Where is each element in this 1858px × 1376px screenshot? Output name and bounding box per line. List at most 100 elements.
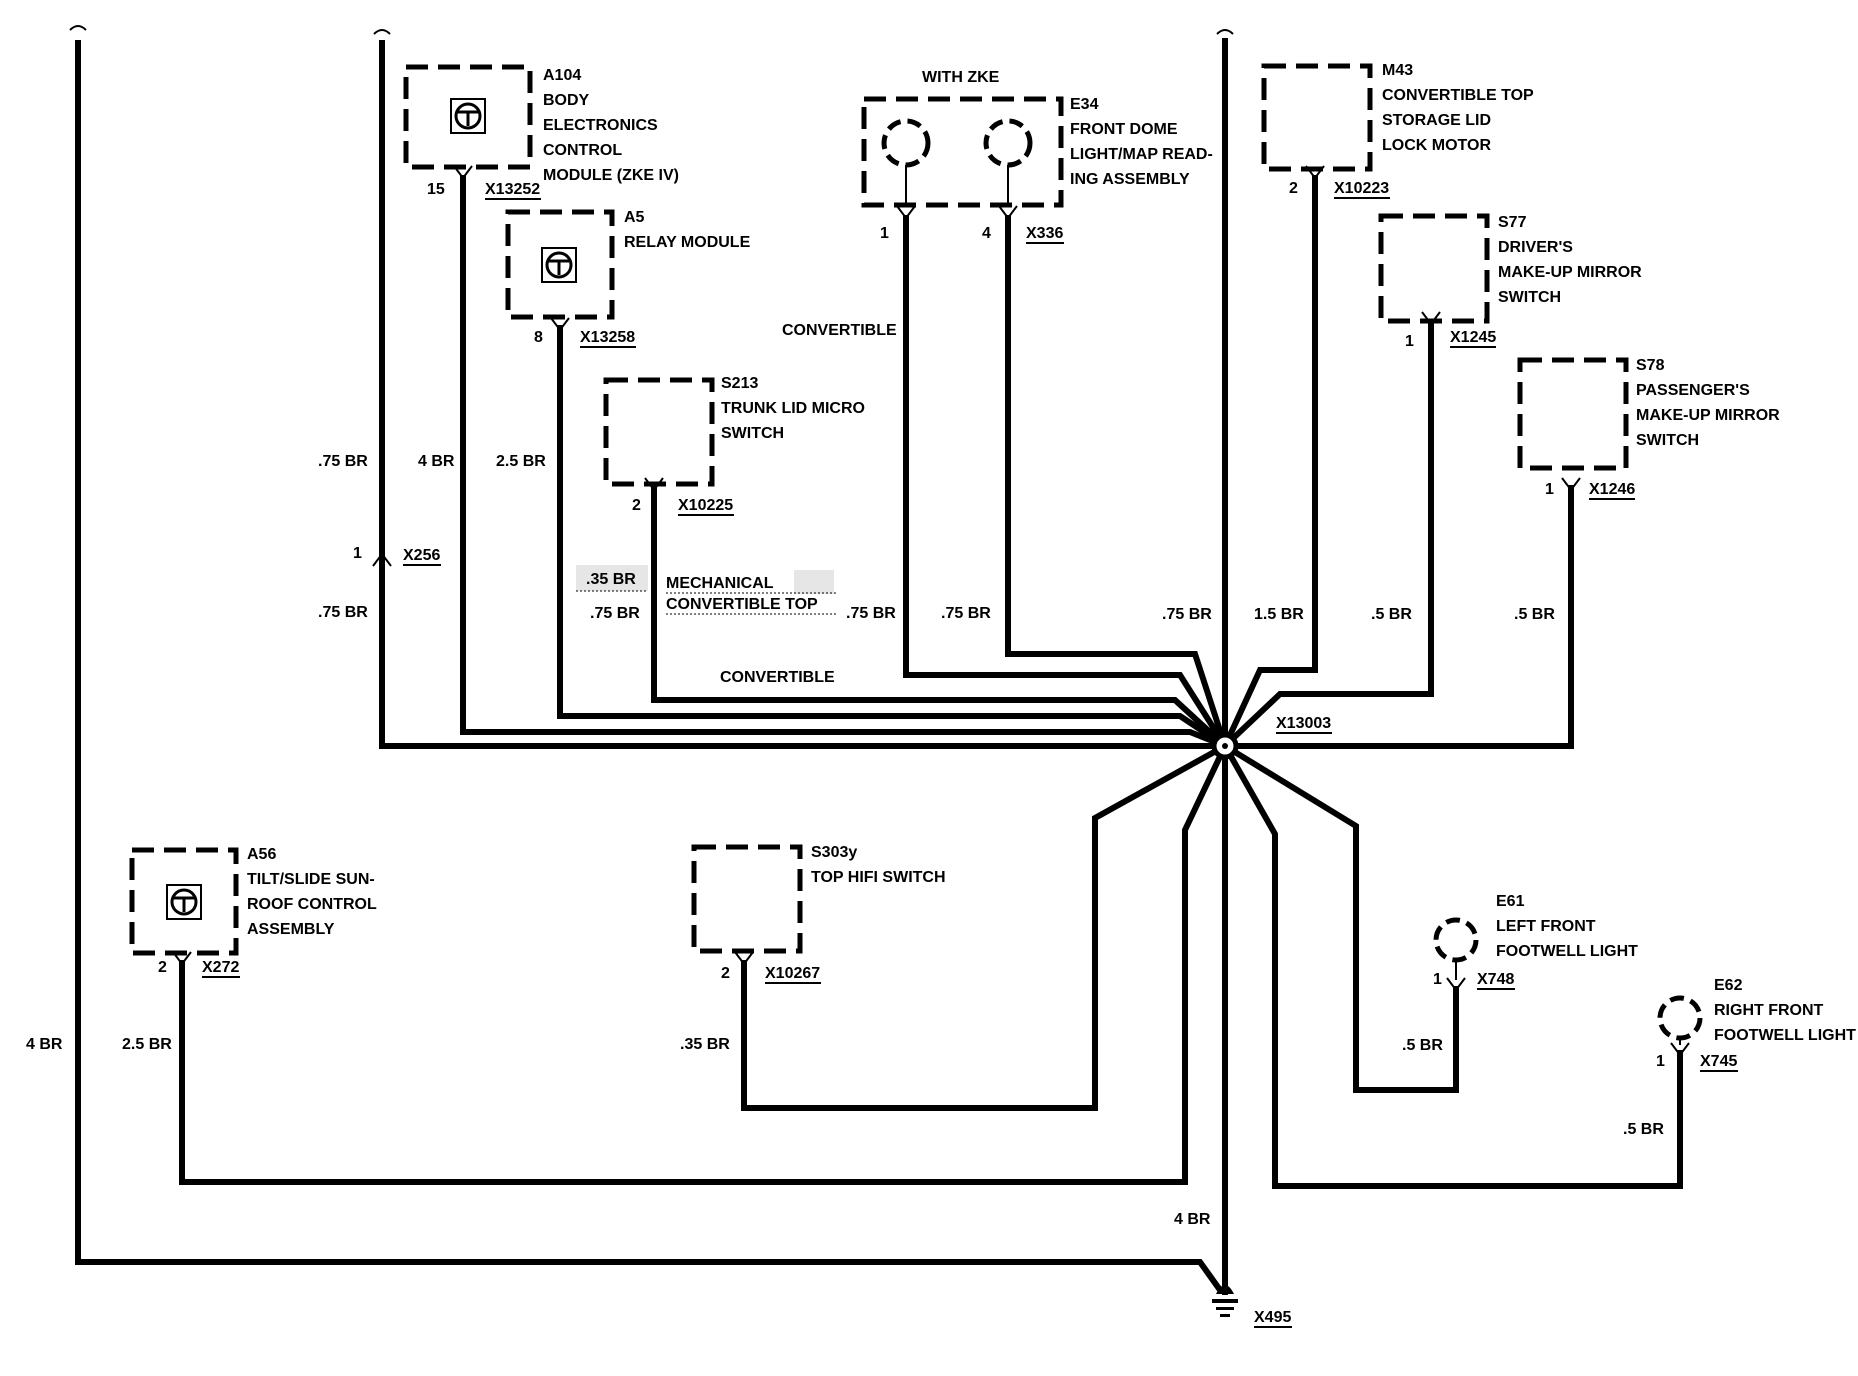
mechanical-label: CONVERTIBLE TOP — [666, 596, 818, 613]
pin-number: 1 — [880, 225, 889, 242]
a56-id: A56 — [247, 846, 276, 863]
s303y-id: S303y — [811, 844, 857, 861]
connector-x13252: X13252 — [485, 181, 540, 198]
e34-lamp-2 — [983, 118, 1033, 168]
wire-label: 4 BR — [1174, 1211, 1211, 1228]
e34-id: E34 — [1070, 96, 1099, 113]
e34-box — [861, 96, 1064, 208]
connector-x13252-mark — [453, 165, 473, 180]
pin-number: 8 — [534, 329, 543, 346]
a104-line: ELECTRONICS — [543, 117, 658, 134]
module-icon — [541, 247, 577, 283]
junction-dot — [1222, 743, 1228, 749]
wires — [69, 25, 1683, 1317]
s213-line: TRUNK LID MICRO — [721, 400, 865, 417]
connector-x13258: X13258 — [580, 329, 635, 346]
wire-label: .75 BR — [318, 604, 368, 621]
connector-x1246-mark — [1561, 477, 1581, 492]
a104-id: A104 — [543, 67, 581, 84]
s77-line: DRIVER'S — [1498, 239, 1573, 256]
wire-label: .5 BR — [1402, 1037, 1443, 1054]
wire-break-mark — [1216, 29, 1234, 35]
wire-label: 4 BR — [418, 453, 455, 470]
wire-label: .5 BR — [1623, 1121, 1664, 1138]
e34-lamp-1 — [881, 118, 931, 168]
m43-line: LOCK MOTOR — [1382, 137, 1491, 154]
s303y-box — [691, 844, 803, 954]
wire-label: .75 BR — [318, 453, 368, 470]
wire-a56 — [179, 744, 1228, 1185]
highlight-35br — [576, 565, 648, 591]
convertible-label: CONVERTIBLE — [782, 322, 897, 339]
e34-line: LIGHT/MAP READ- — [1070, 146, 1213, 163]
connector-x336-1-mark — [896, 205, 916, 220]
s78-line: MAKE-UP MIRROR — [1636, 407, 1780, 424]
wire-s77 — [1222, 320, 1434, 749]
connector-x13003: X13003 — [1276, 715, 1331, 732]
a5-box — [505, 209, 615, 320]
highlight-box — [794, 570, 834, 594]
connector-x10225: X10225 — [678, 497, 733, 514]
wire-left-4br — [75, 40, 1223, 1292]
connector-x1245: X1245 — [1450, 329, 1496, 346]
pin-number: 1 — [1545, 481, 1554, 498]
m43-box — [1261, 63, 1373, 172]
convertible-label: CONVERTIBLE — [720, 669, 835, 686]
s213-id: S213 — [721, 375, 758, 392]
a104-line: MODULE (ZKE IV) — [543, 167, 679, 184]
wire-s78 — [1225, 485, 1574, 749]
s213-box — [603, 377, 715, 487]
a56-line: ASSEMBLY — [247, 921, 335, 938]
connector-labels: 15 X13252 8 X13258 2 X10225 1 4 X336 2 X… — [158, 180, 1738, 1328]
s78-line: SWITCH — [1636, 432, 1699, 449]
wire-x256 — [379, 40, 1225, 749]
wire-label: 2.5 BR — [496, 453, 546, 470]
wire-label: 4 BR — [26, 1036, 63, 1053]
s78-id: S78 — [1636, 357, 1665, 374]
connector-x745-mark — [1670, 1042, 1690, 1057]
wire-label: .35 BR — [586, 571, 636, 588]
component-labels: A104 BODY ELECTRONICS CONTROL MODULE (ZK… — [247, 62, 1856, 1044]
m43-line: CONVERTIBLE TOP — [1382, 87, 1534, 104]
mechanical-label: MECHANICAL — [666, 575, 774, 592]
e34-note: WITH ZKE — [922, 69, 1000, 86]
pin-number: 15 — [427, 181, 445, 198]
a56-line: TILT/SLIDE SUN- — [247, 871, 375, 888]
e61-id: E61 — [1496, 893, 1525, 910]
s78-line: PASSENGER'S — [1636, 382, 1750, 399]
connector-x748: X748 — [1477, 971, 1514, 988]
wire-s213 — [651, 485, 1228, 749]
s303y-line: TOP HIFI SWITCH — [811, 869, 946, 886]
connector-x10223: X10223 — [1334, 180, 1389, 197]
a5-line: RELAY MODULE — [624, 234, 751, 251]
e61-lamp — [1433, 917, 1479, 963]
e62-line: RIGHT FRONT — [1714, 1002, 1824, 1019]
wire-label: 2.5 BR — [122, 1036, 172, 1053]
connector-x13258-mark — [550, 317, 570, 332]
e61-line: FOOTWELL LIGHT — [1496, 943, 1638, 960]
wire-e34-4 — [1005, 215, 1228, 747]
m43-line: STORAGE LID — [1382, 112, 1491, 129]
s78-box — [1517, 357, 1629, 471]
pin-number: 1 — [353, 545, 362, 562]
pin-number: 2 — [632, 497, 641, 514]
a104-line: CONTROL — [543, 142, 622, 159]
e62-id: E62 — [1714, 977, 1743, 994]
connector-x1246: X1246 — [1589, 481, 1635, 498]
wire-label: .35 BR — [680, 1036, 730, 1053]
a5-id: A5 — [624, 209, 645, 226]
a56-box — [129, 847, 239, 956]
wire-label: .5 BR — [1371, 606, 1412, 623]
wire-a5 — [557, 325, 1227, 749]
connector-x272: X272 — [202, 959, 239, 976]
wire-s303y — [741, 743, 1227, 1111]
e62-line: FOOTWELL LIGHT — [1714, 1027, 1856, 1044]
e34-lamp-leads — [905, 165, 1009, 206]
connector-x256: X256 — [403, 547, 440, 564]
wire-labels: .75 BR .75 BR 4 BR 2.5 BR .35 BR MECHANI… — [26, 322, 1664, 1228]
pin-number: 2 — [1289, 180, 1298, 197]
connector-x745: X745 — [1700, 1053, 1737, 1070]
pin-number: 1 — [1405, 333, 1414, 350]
connector-x10267-mark — [734, 951, 754, 966]
